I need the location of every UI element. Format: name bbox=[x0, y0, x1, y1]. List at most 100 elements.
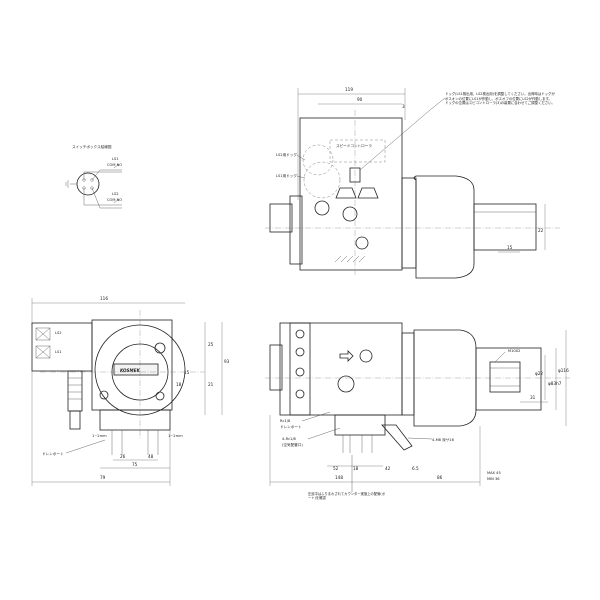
front-dim-25: 25 bbox=[208, 342, 214, 347]
wiring-ls1-label: LS1 bbox=[112, 157, 119, 161]
fitting-hex bbox=[357, 187, 379, 199]
side-bottom-note: 圧延中はふりまわされてカウンター実施上の配管(ポート)を確認 bbox=[308, 492, 386, 501]
side-port bbox=[295, 347, 305, 357]
leader bbox=[296, 175, 306, 179]
front-dim-26: 26 bbox=[120, 454, 126, 459]
switch-cross bbox=[35, 327, 51, 341]
side-shaft bbox=[489, 361, 521, 393]
wiring-title: スイッチボックス結線図 bbox=[72, 144, 112, 149]
top-left-boss bbox=[269, 203, 293, 233]
note-box: ドッグ(LS1検出用、LS2検出用)を調整してください。出荷時はドッグがボスオン… bbox=[445, 92, 555, 105]
switch-ls2 bbox=[35, 327, 51, 341]
front-dim-75: 75 bbox=[132, 462, 138, 467]
cable-gland-tip bbox=[69, 410, 81, 430]
motor-housing bbox=[413, 175, 475, 279]
top-left-block bbox=[289, 195, 303, 265]
side-left-boss bbox=[269, 344, 283, 391]
side-dim-max45: MAX 45 bbox=[487, 471, 501, 475]
port-circle bbox=[355, 236, 369, 250]
connector-pin bbox=[90, 186, 94, 190]
front-dim-93: 93 bbox=[224, 359, 230, 364]
front-dim-15: 15 bbox=[184, 370, 190, 375]
top-dim-22: 22 bbox=[538, 228, 544, 233]
fitting-hex bbox=[335, 187, 357, 199]
switch-contact bbox=[113, 163, 120, 204]
side-base bbox=[334, 414, 386, 436]
side-label-4m8: 4-M8 深サ16 bbox=[432, 437, 455, 442]
side-main-port bbox=[359, 349, 373, 363]
switch-cross bbox=[35, 345, 51, 359]
side-port bbox=[295, 389, 305, 399]
front-dim-1-2mm-b: 1~2mm bbox=[168, 434, 183, 438]
side-main-port bbox=[337, 375, 355, 393]
side-dim-42: 42 bbox=[385, 466, 391, 471]
side-dim-phi116: φ116 bbox=[558, 368, 569, 373]
side-pipe-fitting bbox=[381, 424, 413, 451]
side-dim-86: 86 bbox=[437, 475, 443, 480]
side-dim-31: 31 bbox=[530, 395, 536, 400]
label-ls2-dog: LS2用ドッグ bbox=[276, 152, 297, 157]
side-port bbox=[295, 367, 305, 377]
label-speed-controller: スピードコントローラ bbox=[336, 143, 372, 148]
connector-circle bbox=[76, 172, 100, 196]
wiring-com-no-1: COM NO bbox=[107, 163, 122, 167]
leader bbox=[407, 437, 433, 440]
front-view: 116 LS2 LS1 KOSMEK 25 93 15 18 21 bbox=[31, 296, 230, 486]
top-dim-119: 119 bbox=[345, 87, 353, 92]
top-view-note: ドッグ(LS1検出用、LS2検出用)を調整してください。出荷時はドッグがボスオン… bbox=[359, 92, 555, 171]
shaft bbox=[473, 203, 537, 251]
brand-plate bbox=[113, 363, 159, 376]
front-dim-48: 48 bbox=[148, 454, 154, 459]
top-view: 119 90 3 スピードコントローラ 22 15 LS2用ドッグ bbox=[265, 87, 560, 279]
front-label-drain: ドレンポート bbox=[42, 451, 64, 456]
wire bbox=[91, 169, 122, 181]
dog-ls1 bbox=[303, 161, 341, 199]
wire bbox=[83, 171, 122, 180]
front-label-ls1: LS1 bbox=[55, 350, 62, 354]
side-port bbox=[295, 329, 305, 339]
pipe-line bbox=[111, 430, 159, 455]
flow-arrow-icon bbox=[339, 350, 354, 362]
side-note-box: 圧延中はふりまわされてカウンター実施上の配管(ポート)を確認 bbox=[308, 492, 386, 501]
side-shaft-housing bbox=[475, 347, 542, 411]
shaft-keyway bbox=[490, 367, 520, 387]
wiring-com-no-2: COM NO bbox=[107, 198, 122, 202]
leader bbox=[65, 439, 106, 454]
front-dim-21: 21 bbox=[208, 382, 214, 387]
side-label-4rc18: 4-Rc1/8 bbox=[282, 437, 297, 441]
side-dim-min36: MIN 36 bbox=[487, 477, 500, 481]
hatch bbox=[334, 255, 366, 263]
front-label-ls2: LS2 bbox=[55, 331, 62, 335]
front-dim-18: 18 bbox=[176, 382, 182, 387]
wiring-ls2-label: LS2 bbox=[112, 192, 119, 196]
side-dim-52: 52 bbox=[333, 466, 339, 471]
pipe-line bbox=[342, 435, 373, 453]
wire bbox=[91, 187, 122, 209]
port-circle bbox=[314, 200, 330, 216]
label-ls1-dog: LS1用ドッグ bbox=[276, 173, 297, 178]
front-port bbox=[154, 342, 166, 354]
side-label-air-port: (空気配管口) bbox=[282, 442, 303, 447]
side-switch-section bbox=[289, 322, 311, 416]
side-dim-18: 18 bbox=[353, 466, 359, 471]
side-body bbox=[279, 322, 403, 416]
side-label-m10x2: M10X2 bbox=[508, 349, 520, 353]
port-circle bbox=[342, 206, 358, 222]
switch-box bbox=[31, 322, 93, 372]
cable-gland bbox=[67, 370, 83, 412]
speed-controller-outline bbox=[329, 139, 386, 163]
top-dim-90: 90 bbox=[357, 97, 363, 102]
front-base bbox=[99, 409, 171, 431]
side-label-rc18: Rc1/8 bbox=[280, 419, 291, 423]
leader bbox=[307, 427, 341, 440]
side-dim-phi83h7: φ83h7 bbox=[548, 381, 562, 386]
side-view: φ22 φ83h7 φ116 M10X2 31 Rc1/8 ドレンポート 4-R… bbox=[265, 322, 570, 501]
motor-flange bbox=[401, 177, 417, 269]
wire bbox=[83, 188, 122, 206]
top-dim-3: 3 bbox=[402, 104, 405, 109]
side-dim-phi22: φ22 bbox=[535, 371, 543, 376]
leader bbox=[301, 411, 331, 422]
switch-ls1 bbox=[35, 345, 51, 359]
leader bbox=[494, 351, 506, 363]
